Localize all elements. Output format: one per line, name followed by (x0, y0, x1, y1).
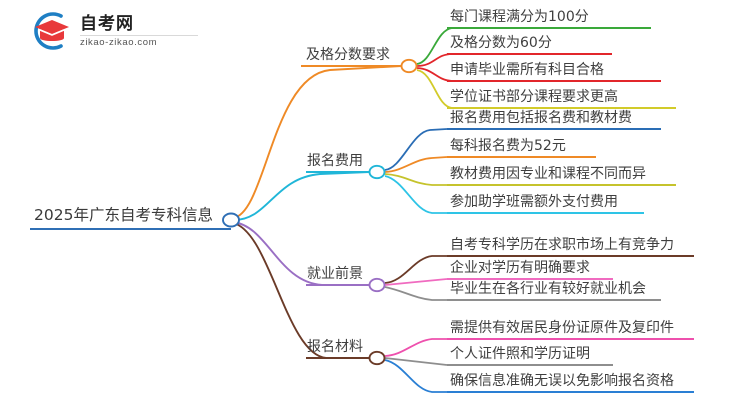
connector-b3-leaf-2 (384, 278, 448, 286)
graduation-cap-icon (28, 8, 74, 54)
leaf-label-b1-1[interactable]: 每门课程满分为100分 (450, 9, 589, 25)
root-to-branch-connectors (232, 65, 402, 359)
logo-divider (80, 34, 198, 36)
connector-to-branch-4 (232, 222, 369, 359)
branch-1-node-circle[interactable] (400, 58, 418, 74)
connector-b2-leaf-2 (384, 156, 448, 173)
connector-b3-leaf-1 (384, 255, 447, 284)
leaf-label-b4-1[interactable]: 需提供有效居民身份证原件及复印件 (450, 320, 674, 336)
branch-2-leaf-connectors (384, 128, 448, 214)
branch-4-node-circle[interactable] (368, 350, 386, 366)
branch-label-4[interactable]: 报名材料 (307, 339, 363, 355)
branch-1-leaf-underlines (447, 27, 676, 109)
root-node-label[interactable]: 2025年广东自考专科信息 (34, 206, 213, 224)
connector-b3-leaf-3 (384, 286, 447, 301)
connector-b4-leaf-1 (384, 338, 447, 357)
branch-3-node-circle[interactable] (368, 277, 386, 293)
site-logo[interactable]: 自考网 zikao-zikao.com (28, 8, 198, 54)
leaf-label-b3-2[interactable]: 企业对学历有明确要求 (450, 260, 590, 276)
connector-b2-leaf-4 (384, 175, 447, 214)
leaf-label-b3-3[interactable]: 毕业生在各行业有较好就业机会 (450, 281, 646, 297)
branch-4-leaf-connectors (384, 338, 448, 393)
branch-label-1[interactable]: 及格分数要求 (306, 47, 390, 63)
connector-b2-leaf-1 (384, 128, 448, 171)
logo-domain: zikao-zikao.com (80, 36, 158, 48)
connector-b1-leaf-1 (416, 27, 453, 65)
leaf-label-b1-2[interactable]: 及格分数为60分 (450, 35, 552, 51)
logo-site-name: 自考网 (80, 13, 134, 34)
branch-label-3[interactable]: 就业前景 (307, 266, 363, 282)
leaf-label-b4-2[interactable]: 个人证件照和学历证明 (450, 346, 590, 362)
connector-b4-leaf-2 (384, 357, 448, 366)
branch-label-2[interactable]: 报名费用 (307, 153, 363, 169)
leaf-label-b3-1[interactable]: 自考专科学历在求职市场上有竞争力 (450, 237, 674, 253)
leaf-label-b2-4[interactable]: 参加助学班需额外支付费用 (450, 194, 618, 210)
leaf-label-b4-3[interactable]: 确保信息准确无误以免影响报名资格 (450, 373, 674, 389)
leaf-label-b1-3[interactable]: 申请毕业需所有科目合格 (450, 62, 604, 78)
connector-b1-leaf-4 (416, 69, 453, 109)
connector-b1-leaf-3 (416, 67, 453, 82)
branch-2-leaf-underlines (447, 128, 676, 214)
branch-4-leaf-underlines (447, 338, 694, 393)
branch-2-node-circle[interactable] (368, 164, 386, 180)
branch-underlines (301, 65, 401, 359)
root-node-circle[interactable] (222, 212, 240, 228)
leaf-label-b2-2[interactable]: 每科报名费为52元 (450, 138, 566, 154)
connector-b1-leaf-2 (416, 53, 453, 67)
connector-to-branch-2 (232, 171, 370, 221)
leaf-label-b2-3[interactable]: 教材费用因专业和课程不同而异 (450, 166, 646, 182)
leaf-label-b1-4[interactable]: 学位证书部分课程要求更高 (450, 89, 618, 105)
branch-1-leaf-connectors (416, 27, 453, 109)
branch-3-leaf-underlines (447, 255, 694, 301)
connector-to-branch-1 (232, 65, 402, 219)
branch-3-leaf-connectors (384, 255, 448, 301)
connector-b4-leaf-3 (384, 359, 447, 393)
connector-b2-leaf-3 (384, 173, 447, 186)
leaf-label-b2-1[interactable]: 报名费用包括报名费和教材费 (450, 110, 632, 126)
